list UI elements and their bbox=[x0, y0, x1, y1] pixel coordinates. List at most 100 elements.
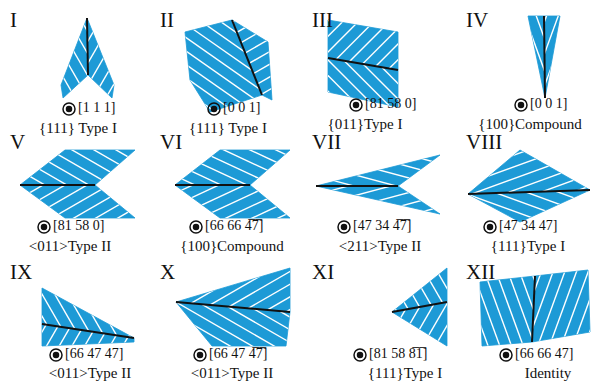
stripe bbox=[521, 0, 578, 132]
stripe bbox=[154, 57, 372, 159]
stripe bbox=[52, 0, 136, 126]
twin-variant bbox=[175, 150, 290, 185]
stripe bbox=[449, 239, 510, 385]
stripe bbox=[108, 157, 326, 259]
stripe bbox=[369, 14, 608, 103]
stripe bbox=[156, 0, 311, 67]
stripe bbox=[116, 15, 313, 153]
stripe bbox=[384, 55, 608, 144]
stripe bbox=[436, 101, 608, 187]
stripe bbox=[267, 199, 513, 265]
stripe bbox=[0, 18, 63, 164]
panel-number: XII bbox=[466, 262, 495, 283]
stripe bbox=[574, 234, 608, 385]
stripe bbox=[95, 81, 312, 182]
stripe bbox=[168, 27, 386, 129]
stripe bbox=[368, 240, 438, 362]
stripe bbox=[158, 215, 370, 337]
stripes bbox=[0, 204, 224, 385]
stripe bbox=[0, 113, 168, 233]
twin-shape bbox=[0, 167, 239, 385]
stripe bbox=[128, 0, 325, 135]
stripe bbox=[103, 167, 321, 269]
panel-number: III bbox=[312, 10, 333, 31]
stripe bbox=[444, 80, 608, 166]
stripes bbox=[64, 149, 408, 385]
stripe bbox=[125, 272, 337, 385]
twin-type-label: Identity bbox=[525, 366, 572, 381]
stripe bbox=[439, 185, 502, 359]
stripe bbox=[4, 0, 88, 98]
twin-plane bbox=[468, 190, 590, 194]
twin-plane bbox=[532, 276, 535, 342]
stripe bbox=[286, 31, 533, 97]
target-symbol bbox=[338, 221, 350, 233]
stripe bbox=[258, 167, 504, 233]
twin-variant bbox=[61, 18, 88, 98]
stripe bbox=[425, 169, 608, 258]
stripe bbox=[321, 7, 442, 128]
twin-type-label: {100}Compound bbox=[180, 239, 284, 254]
twin-type-label: {111}Type I bbox=[368, 366, 442, 381]
zone-axis-label: [47 34 4̅7̅] bbox=[353, 219, 411, 233]
twin-type-label: {100}Compound bbox=[478, 117, 582, 132]
stripe bbox=[147, 0, 344, 108]
twin-shape bbox=[0, 0, 222, 175]
stripe bbox=[516, 0, 573, 132]
stripe bbox=[418, 148, 608, 237]
stripe bbox=[150, 0, 305, 57]
stripe bbox=[141, 0, 338, 117]
stripe bbox=[114, 291, 326, 385]
stripe bbox=[103, 311, 315, 385]
stripe bbox=[167, 0, 322, 86]
stripe bbox=[329, 8, 451, 130]
stripe bbox=[23, 0, 107, 109]
stripe bbox=[244, 114, 490, 180]
stripe bbox=[163, 286, 375, 385]
panel-number: I bbox=[10, 10, 17, 31]
stripe bbox=[264, 188, 510, 254]
twin-shape bbox=[428, 0, 608, 166]
stripe bbox=[414, 138, 608, 227]
stripe bbox=[292, 10, 539, 76]
target-symbol bbox=[354, 349, 366, 361]
stripe bbox=[470, 231, 531, 385]
twin-type-label: {111} Type I bbox=[39, 121, 117, 136]
stripe bbox=[249, 169, 496, 235]
stripe bbox=[243, 0, 365, 44]
stripe bbox=[122, 141, 339, 242]
stripe bbox=[159, 47, 377, 149]
stripe bbox=[455, 49, 608, 135]
stripe bbox=[0, 85, 151, 205]
stripe bbox=[280, 52, 527, 118]
twin-type-label: <011>Type II bbox=[49, 366, 131, 381]
zone-axis-label: [81 58 0] bbox=[53, 219, 104, 233]
stripe bbox=[109, 12, 193, 158]
stripe bbox=[417, 153, 608, 239]
stripe bbox=[261, 178, 507, 244]
stripe bbox=[85, 61, 302, 162]
stripe bbox=[274, 53, 395, 174]
stripe bbox=[194, 44, 349, 133]
stripe bbox=[83, 0, 167, 104]
twin-variant bbox=[528, 16, 545, 98]
panel-number: IV bbox=[466, 10, 488, 31]
stripe bbox=[108, 301, 320, 385]
stripe bbox=[449, 1, 506, 158]
stripes bbox=[0, 0, 196, 175]
stripes bbox=[0, 167, 239, 385]
stripe bbox=[141, 244, 353, 366]
stripe bbox=[117, 137, 335, 239]
stripe bbox=[406, 184, 608, 270]
zone-axis-label: [81 58 0] bbox=[365, 97, 416, 111]
stripe bbox=[45, 0, 129, 126]
twin-plane bbox=[20, 184, 95, 186]
stripe bbox=[429, 179, 608, 268]
stripe bbox=[321, 0, 443, 121]
stripe bbox=[599, 5, 608, 162]
stripe bbox=[0, 250, 96, 385]
stripe bbox=[152, 267, 364, 385]
zone-axis-label: [0 0 1] bbox=[223, 101, 260, 115]
twin-plane bbox=[328, 58, 398, 70]
stripe bbox=[563, 0, 608, 117]
